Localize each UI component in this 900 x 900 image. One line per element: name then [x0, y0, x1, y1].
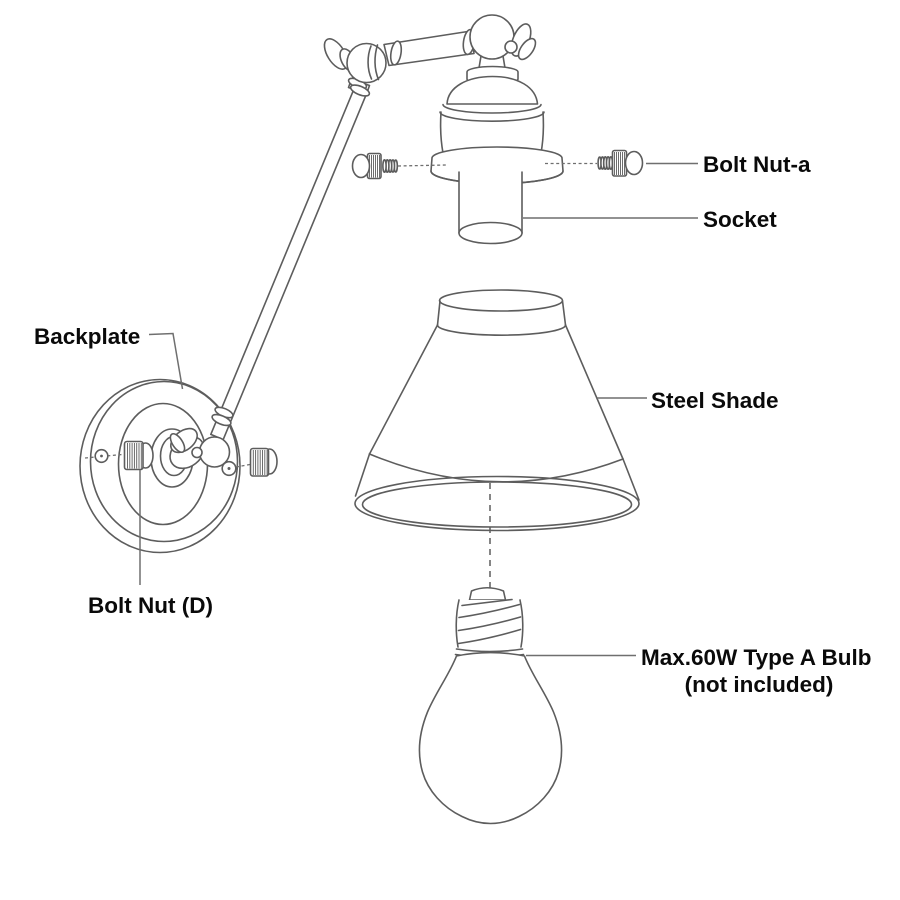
- swing-arm-drawing: [210, 88, 367, 441]
- upper-arm-drawing: [383, 28, 476, 67]
- steel-shade-drawing: [354, 289, 640, 532]
- alignment-dash-right: [235, 463, 251, 468]
- callout-steel-shade-label: Steel Shade: [651, 388, 779, 413]
- callout-bolt-nut-a-label: Bolt Nut-a: [703, 152, 811, 177]
- wing-nut-petal: [517, 37, 537, 61]
- elbow-ball: [346, 42, 387, 84]
- bulb-drawing: [418, 586, 563, 825]
- bolt-nut-a-right-drawing: [545, 149, 644, 177]
- plate-bolt-left-drawing: [123, 440, 154, 471]
- joint-ball: [198, 436, 231, 468]
- wing-petal: [169, 432, 186, 454]
- callout-backplate-leader: [148, 332, 184, 390]
- callout-bulb-label-line1: Max.60W Type A Bulb: [641, 645, 871, 670]
- bulb-glass: [418, 651, 563, 825]
- plate-bolt-right-drawing: [249, 447, 278, 477]
- bolt-nut-a-left-drawing: [351, 152, 447, 180]
- plate-ball-joint-drawing: [169, 427, 231, 470]
- shade-rim: [354, 475, 640, 532]
- shade-neck-opening: [438, 289, 564, 312]
- callout-bolt-nut-d-label: Bolt Nut (D): [88, 593, 213, 618]
- callout-bulb-label-line2: (not included): [685, 672, 834, 697]
- elbow-joint-drawing: [323, 38, 387, 97]
- socket-drawing: [430, 14, 564, 245]
- callout-socket-label: Socket: [703, 207, 777, 232]
- bulb-threads: [457, 598, 522, 645]
- socket-tube: [458, 171, 523, 234]
- callout-backplate-label: Backplate: [34, 324, 140, 349]
- bulb-tip: [468, 586, 507, 601]
- joint-knob: [191, 446, 203, 459]
